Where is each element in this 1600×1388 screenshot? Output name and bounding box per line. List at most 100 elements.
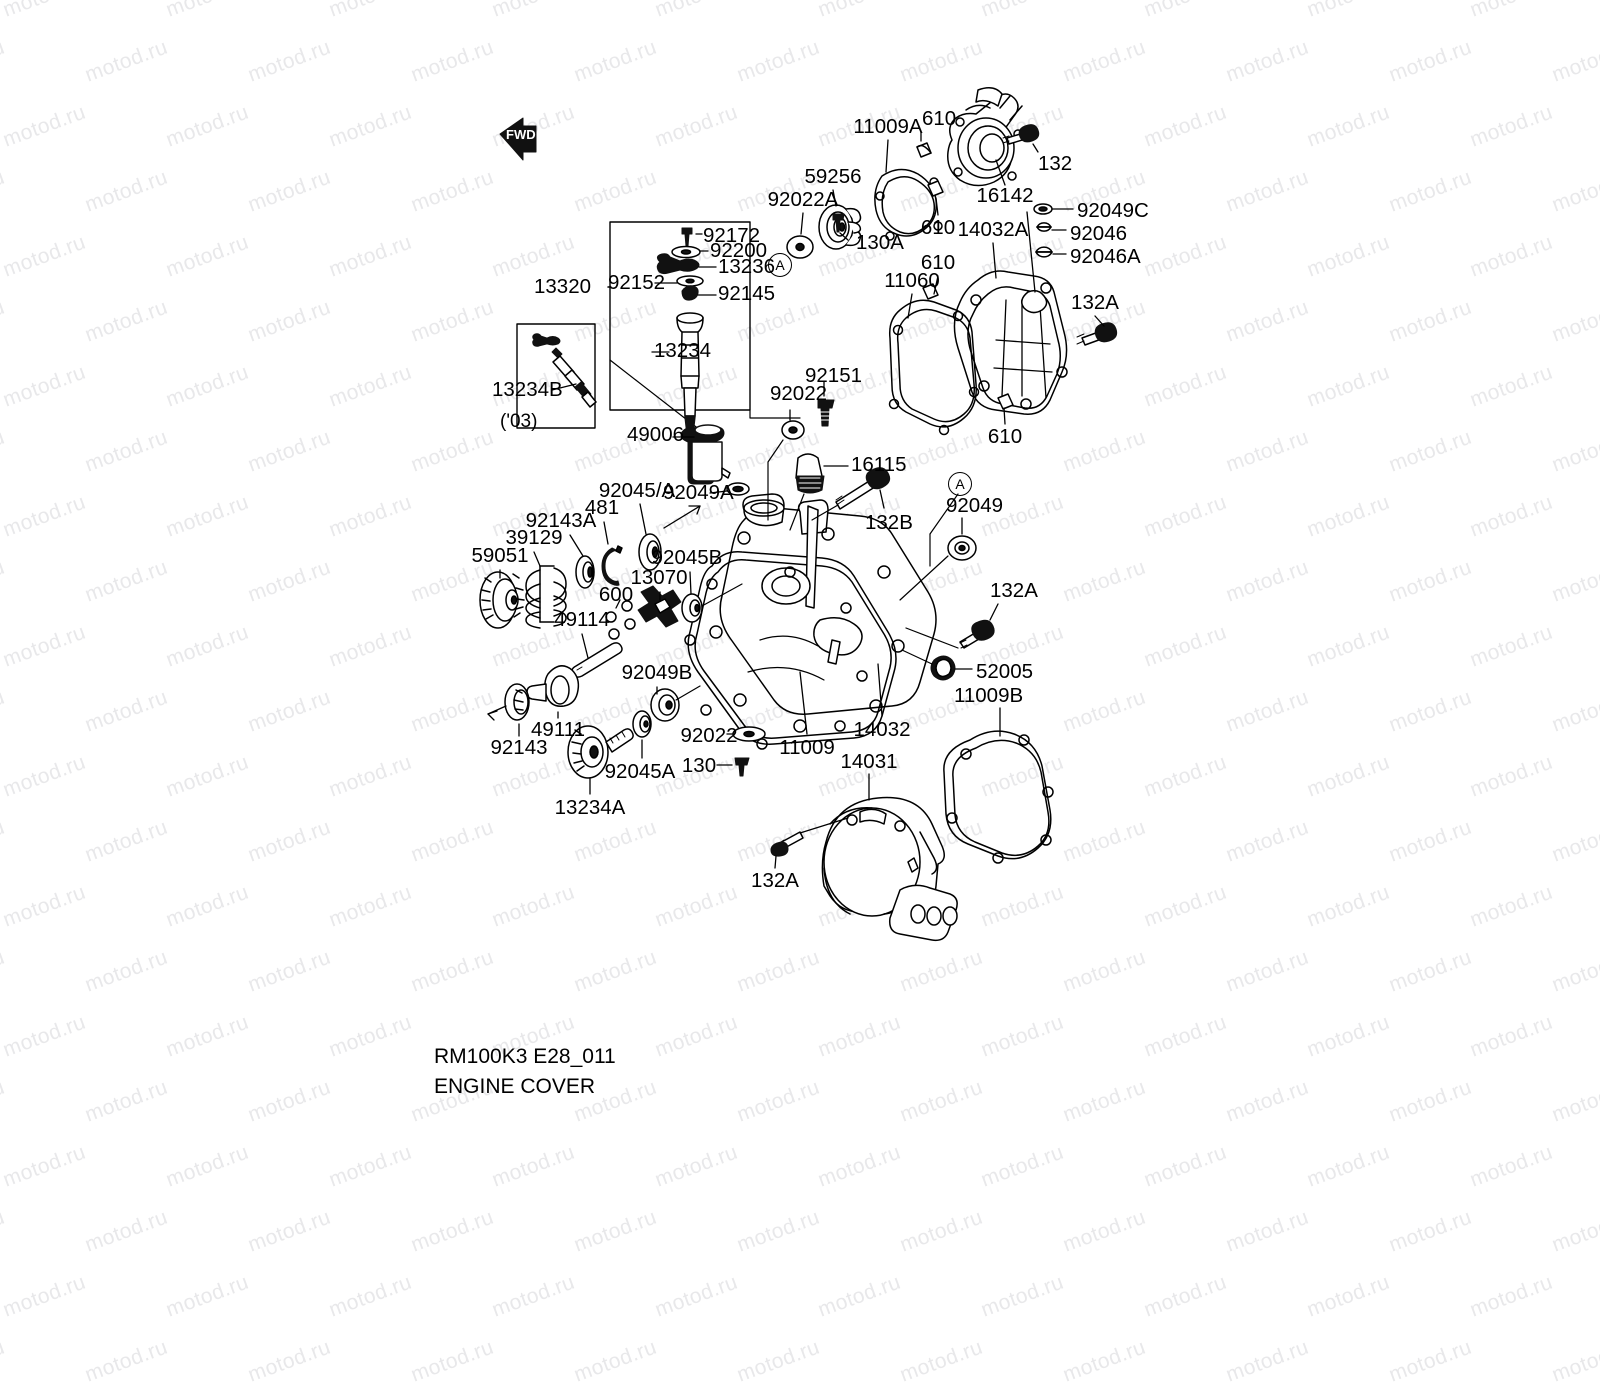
part-label-magneto-cover-14031: 14031 [840,752,897,773]
watermark-text: motod.ru [1549,1336,1600,1388]
watermark-text: motod.ru [0,1206,8,1258]
watermark-text: motod.ru [163,1271,252,1323]
part-label-gasket-11060: 11060 [884,271,939,292]
watermark-text: motod.ru [571,1206,660,1258]
part-label-water-pump-body: 16142 [976,186,1033,207]
diagram-name: ENGINE COVER [434,1072,616,1102]
diagram-code: RM100K3 E28_011 [434,1042,616,1072]
part-label-dowel-pin-610-d: 610 [988,427,1022,448]
part-label-cover-14032A: 14032A [958,220,1029,241]
part-label-washer-92022-lower: 92022 [680,726,737,747]
fwd-label: FWD [506,128,536,141]
watermark-text: motod.ru [326,1271,415,1323]
part-label-bearing-92045A: 92045A [605,762,676,783]
diagram-artwork [0,0,1600,1200]
washer-92022-lower-art [733,727,765,741]
part-label-sight-glass-52005: 52005 [976,662,1033,683]
part-label-shift-shaft-13234A: 13234A [555,798,626,819]
part-label-bolt-132B: 132B [865,513,913,534]
part-label-bearing-92046: 92046 [1070,224,1127,245]
bolt-132A-middle-art [960,620,994,648]
part-label-boot-49006: 49006 [627,425,684,446]
part-label-oil-seal-92049A: 92049A [663,483,734,504]
part-label-shift-shaft-13234B: 13234B [492,380,563,401]
watermark-text: motod.ru [897,1336,986,1388]
watermark-text: motod.ru [0,1336,8,1388]
part-label-bolt-132A-bottom: 132A [751,871,799,892]
part-label-guide-13070: 13070 [630,568,687,589]
watermark-text: motod.ru [82,1206,171,1258]
bolt-132A-right-art [1077,323,1117,345]
spring-92145-art [682,286,698,300]
watermark-text: motod.ru [1386,1206,1475,1258]
part-label-lever-13236: 13236 [718,257,775,278]
watermark-text: motod.ru [978,1271,1067,1323]
part-label-bolt-92151: 92151 [805,366,862,387]
bearing-92046A-art [1036,247,1052,257]
watermark-text: motod.ru [0,1271,89,1323]
part-label-oil-plug-16115: 16115 [851,455,906,476]
pin-49114-art [572,643,622,677]
bearing-92046-art [1037,223,1051,231]
washer-92022-upper-art [782,421,804,439]
part-label-bearing-92046A: 92046A [1070,247,1141,268]
cam-49111-art [527,666,578,706]
part-label-oil-seal-92049: 92049 [946,496,1003,517]
part-label-pin-49114: 49114 [554,610,609,631]
gear-59051-art [480,572,524,628]
sight-glass-52005-art [931,656,955,680]
title-block: RM100K3 E28_011 ENGINE COVER [434,1042,616,1103]
collar-92143-art [505,684,529,720]
watermark-text: motod.ru [1467,1271,1556,1323]
part-label-collar-92152: 92152 [608,273,665,294]
part-label-gasket-water-pump-cover: 11009A [853,117,922,138]
watermark-text: motod.ru [1060,1336,1149,1388]
boot-49006-art [681,425,730,484]
ref-marker-a-lower: A [948,472,972,496]
part-label-shift-shaft-assy-13320: 13320 [534,277,591,298]
watermark-text: motod.ru [82,1336,171,1388]
oil-plug-16115-art [796,454,824,493]
part-label-clutch-cover-14032: 14032 [853,720,910,741]
watermark-text: motod.ru [408,1336,497,1388]
part-label-ball-600: 600 [599,585,633,606]
part-label-bolt-130: 130 [682,756,716,777]
part-label-washer-92022-upper: 92022 [770,384,827,405]
oil-seal-92049C-art [1034,204,1052,214]
watermark-text: motod.ru [734,1336,823,1388]
watermark-text: motod.ru [489,1271,578,1323]
part-label-oil-seal-92049C: 92049C [1077,201,1149,222]
part-label-bolt-130A: 130A [856,233,904,254]
watermark-text: motod.ru [1549,1206,1600,1258]
magneto-cover-14031-art [822,798,957,941]
part-label-bolt-132A-right: 132A [1071,293,1119,314]
bearing-92045A-art [633,711,651,737]
watermark-text: motod.ru [245,1336,334,1388]
ball-600-art [606,601,635,639]
part-label-dowel-pin-610-b: 610 [921,218,955,239]
watermark-text: motod.ru [815,1271,904,1323]
watermark-text: motod.ru [1223,1336,1312,1388]
cover-14032A-art [954,271,1067,414]
part-label-bolt-132: 132 [1038,154,1072,175]
dowel-pin-610-a-art [917,143,931,157]
circlip-481-art [602,546,622,585]
part-label-gasket-11009: 11009 [779,738,834,759]
washer-92200-art [672,247,700,258]
watermark-text: motod.ru [408,1206,497,1258]
collar-92143A-art [576,556,594,588]
bearing-92045B-art [682,594,702,622]
washer-92022A-art [787,236,813,258]
watermark-text: motod.ru [1060,1206,1149,1258]
year-note-label: ('03) [500,412,537,431]
watermark-text: motod.ru [1141,1271,1230,1323]
part-label-gasket-11009B: 11009B [954,686,1023,707]
part-label-oil-seal-92049B: 92049B [622,663,693,684]
watermark-text: motod.ru [1304,1271,1393,1323]
watermark-text: motod.ru [245,1206,334,1258]
part-label-impeller-59256: 59256 [804,167,861,188]
watermark-text: motod.ru [734,1206,823,1258]
watermark-text: motod.ru [897,1206,986,1258]
collar-92152-art [677,276,703,286]
